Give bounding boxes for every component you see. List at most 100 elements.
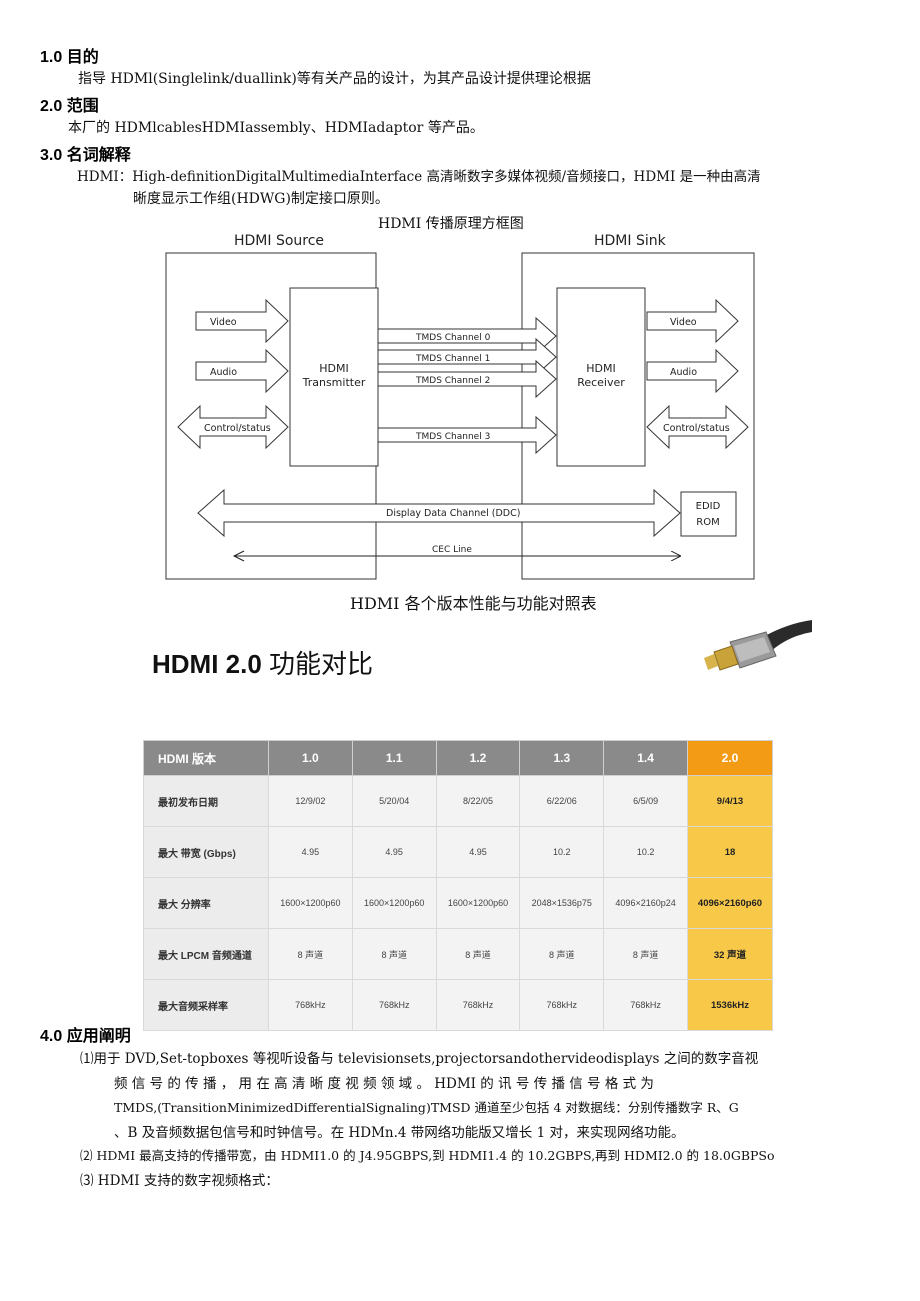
table-cell: 4096×2160p24 xyxy=(603,877,688,929)
section-3-line-2: 晰度显示工作组(HDWG)制定接口原则。 xyxy=(133,191,389,207)
table-row: 最大 带宽 (Gbps) 4.95 4.95 4.95 10.2 10.2 18 xyxy=(143,826,773,878)
table-cell: 8/22/05 xyxy=(435,775,521,827)
video-in-arrow xyxy=(195,298,289,344)
control-out-arrow xyxy=(646,404,749,450)
hdmi-cable-photo xyxy=(704,620,812,671)
receiver-label-2: Receiver xyxy=(577,376,625,389)
row-header: 最大 分辨率 xyxy=(143,877,269,929)
diagram-caption: HDMI 传播原理方框图 xyxy=(378,216,524,232)
tmds-channel-2-label: TMDS Channel 2 xyxy=(415,376,490,386)
table-row: 最大音频采样率 768kHz 768kHz 768kHz 768kHz 768k… xyxy=(143,979,773,1031)
table-cell: 6/5/09 xyxy=(603,775,688,827)
video-out-label: Video xyxy=(670,317,697,328)
control-in-label: Control/status xyxy=(204,423,271,434)
table-header-cell: 1.0 xyxy=(268,740,353,776)
ddc-label: Display Data Channel (DDC) xyxy=(386,508,520,519)
table-cell: 8 声道 xyxy=(268,928,353,980)
table-cell: 4.95 xyxy=(351,826,437,878)
section-4-paragraph-1-line-2: 频 信 号 的 传 播 ， 用 在 高 清 晰 度 视 频 领 域 。 HDMI… xyxy=(114,1076,654,1092)
comparison-title-bold: HDMI 2.0 xyxy=(152,649,262,679)
table-header-cell: HDMI 版本 xyxy=(143,740,269,776)
audio-out-arrow xyxy=(646,348,739,394)
tmds-channel-3-arrow xyxy=(377,415,557,455)
table-row: 最初发布日期 12/9/02 5/20/04 8/22/05 6/22/06 6… xyxy=(143,775,773,827)
table-cell-highlight: 32 声道 xyxy=(687,928,773,980)
table-cell: 1600×1200p60 xyxy=(268,877,353,929)
section-4-heading: 4.0 应用阐明 xyxy=(40,1028,131,1045)
section-4-paragraph-2: ⑵ HDMI 最高支持的传播带宽，由 HDMI1.0 的 J4.95GBPS,到… xyxy=(80,1148,775,1163)
table-cell: 5/20/04 xyxy=(351,775,437,827)
row-header: 最大 LPCM 音频通道 xyxy=(143,928,269,980)
table-cell: 6/22/06 xyxy=(519,775,605,827)
table-header-cell: 1.3 xyxy=(519,740,605,776)
audio-in-arrow xyxy=(195,348,289,394)
video-out-arrow xyxy=(646,298,739,344)
table-cell: 768kHz xyxy=(351,979,437,1031)
table-cell: 10.2 xyxy=(603,826,688,878)
ddc-arrow xyxy=(197,488,681,538)
row-header: 最初发布日期 xyxy=(143,775,269,827)
audio-in-label: Audio xyxy=(210,367,237,378)
tmds-channel-3-label: TMDS Channel 3 xyxy=(415,432,490,442)
table-cell-highlight: 9/4/13 xyxy=(687,775,773,827)
tmds-channel-1-label: TMDS Channel 1 xyxy=(415,354,490,364)
version-comparison-table: HDMI 版本 1.0 1.1 1.2 1.3 1.4 2.0 最初发布日期 1… xyxy=(143,740,773,1031)
edid-label-2: ROM xyxy=(696,517,719,528)
section-1-heading: 1.0 目的 xyxy=(40,49,99,66)
table-cell: 8 声道 xyxy=(519,928,605,980)
transmitter-label-1: HDMI xyxy=(319,362,348,375)
table-cell: 1600×1200p60 xyxy=(435,877,521,929)
tmds-channel-0-arrow xyxy=(377,316,557,356)
control-out-label: Control/status xyxy=(663,423,730,434)
table-row: 最大 分辨率 1600×1200p60 1600×1200p60 1600×12… xyxy=(143,877,773,929)
table-cell-highlight: 18 xyxy=(687,826,773,878)
table-cell: 8 声道 xyxy=(603,928,688,980)
video-in-label: Video xyxy=(210,317,237,328)
table-cell: 8 声道 xyxy=(435,928,521,980)
comparison-caption: HDMI 各个版本性能与功能对照表 xyxy=(350,594,597,613)
audio-out-label: Audio xyxy=(670,367,697,378)
table-cell: 10.2 xyxy=(519,826,605,878)
table-cell-highlight: 4096×2160p60 xyxy=(687,877,773,929)
sink-label: HDMI Sink xyxy=(594,233,667,249)
table-header-cell: 1.1 xyxy=(351,740,437,776)
table-cell: 4.95 xyxy=(435,826,521,878)
section-1-text: 指导 HDMl(Singlelink/duallink)等有关产品的设计，为其产… xyxy=(78,71,591,87)
tmds-channel-2-arrow xyxy=(377,359,557,399)
table-cell: 768kHz xyxy=(435,979,521,1031)
table-cell: 768kHz xyxy=(519,979,605,1031)
edid-label-1: EDID xyxy=(696,501,721,512)
section-4-paragraph-1-line-3: TMDS,(TransitionMinimizedDifferentialSig… xyxy=(114,1100,739,1115)
version-comparison-table-wrap: HDMI 版本 1.0 1.1 1.2 1.3 1.4 2.0 最初发布日期 1… xyxy=(143,740,773,1031)
receiver-label-1: HDMI xyxy=(586,362,615,375)
table-cell: 12/9/02 xyxy=(268,775,353,827)
table-header-cell: 1.4 xyxy=(603,740,688,776)
table-header-cell-highlight: 2.0 xyxy=(687,740,773,776)
cec-label: CEC Line xyxy=(432,545,472,555)
receiver-box xyxy=(556,287,646,467)
section-3-heading: 3.0 名词解释 xyxy=(40,147,131,164)
hdmi-block-diagram: HDMI Source HDMI Sink HDMI Transmitter H… xyxy=(165,233,755,580)
transmitter-box xyxy=(289,287,379,467)
source-label: HDMI Source xyxy=(234,233,324,249)
table-cell: 768kHz xyxy=(268,979,353,1031)
table-cell: 4.95 xyxy=(268,826,353,878)
section-4-paragraph-1-line-1: ⑴用于 DVD,Set-topboxes 等视听设备与 televisionse… xyxy=(80,1051,759,1067)
row-header: 最大 带宽 (Gbps) xyxy=(143,826,269,878)
comparison-title-rest: 功能对比 xyxy=(261,649,374,679)
cec-line-left-head xyxy=(232,550,245,562)
table-cell: 1600×1200p60 xyxy=(351,877,437,929)
row-header: 最大音频采样率 xyxy=(143,979,269,1031)
section-3-line-1: HDMI：High-definitionDigitalMultimediaInt… xyxy=(77,169,761,185)
table-cell-highlight: 1536kHz xyxy=(687,979,773,1031)
comparison-title: HDMI 2.0 功能对比 xyxy=(152,644,373,681)
control-in-arrow xyxy=(177,404,289,450)
section-4-paragraph-3: ⑶ HDMI 支持的数字视频格式： xyxy=(80,1173,279,1189)
table-cell: 768kHz xyxy=(603,979,688,1031)
edid-rom-box xyxy=(680,491,737,537)
sink-box xyxy=(521,252,755,580)
section-2-heading: 2.0 范围 xyxy=(40,98,99,115)
table-header-row: HDMI 版本 1.0 1.1 1.2 1.3 1.4 2.0 xyxy=(143,740,773,776)
section-4-paragraph-1-line-4: 、B 及音频数据包信号和时钟信号。在 HDMn.4 带网络功能版又增长 1 对，… xyxy=(114,1125,685,1141)
table-cell: 2048×1536p75 xyxy=(519,877,605,929)
